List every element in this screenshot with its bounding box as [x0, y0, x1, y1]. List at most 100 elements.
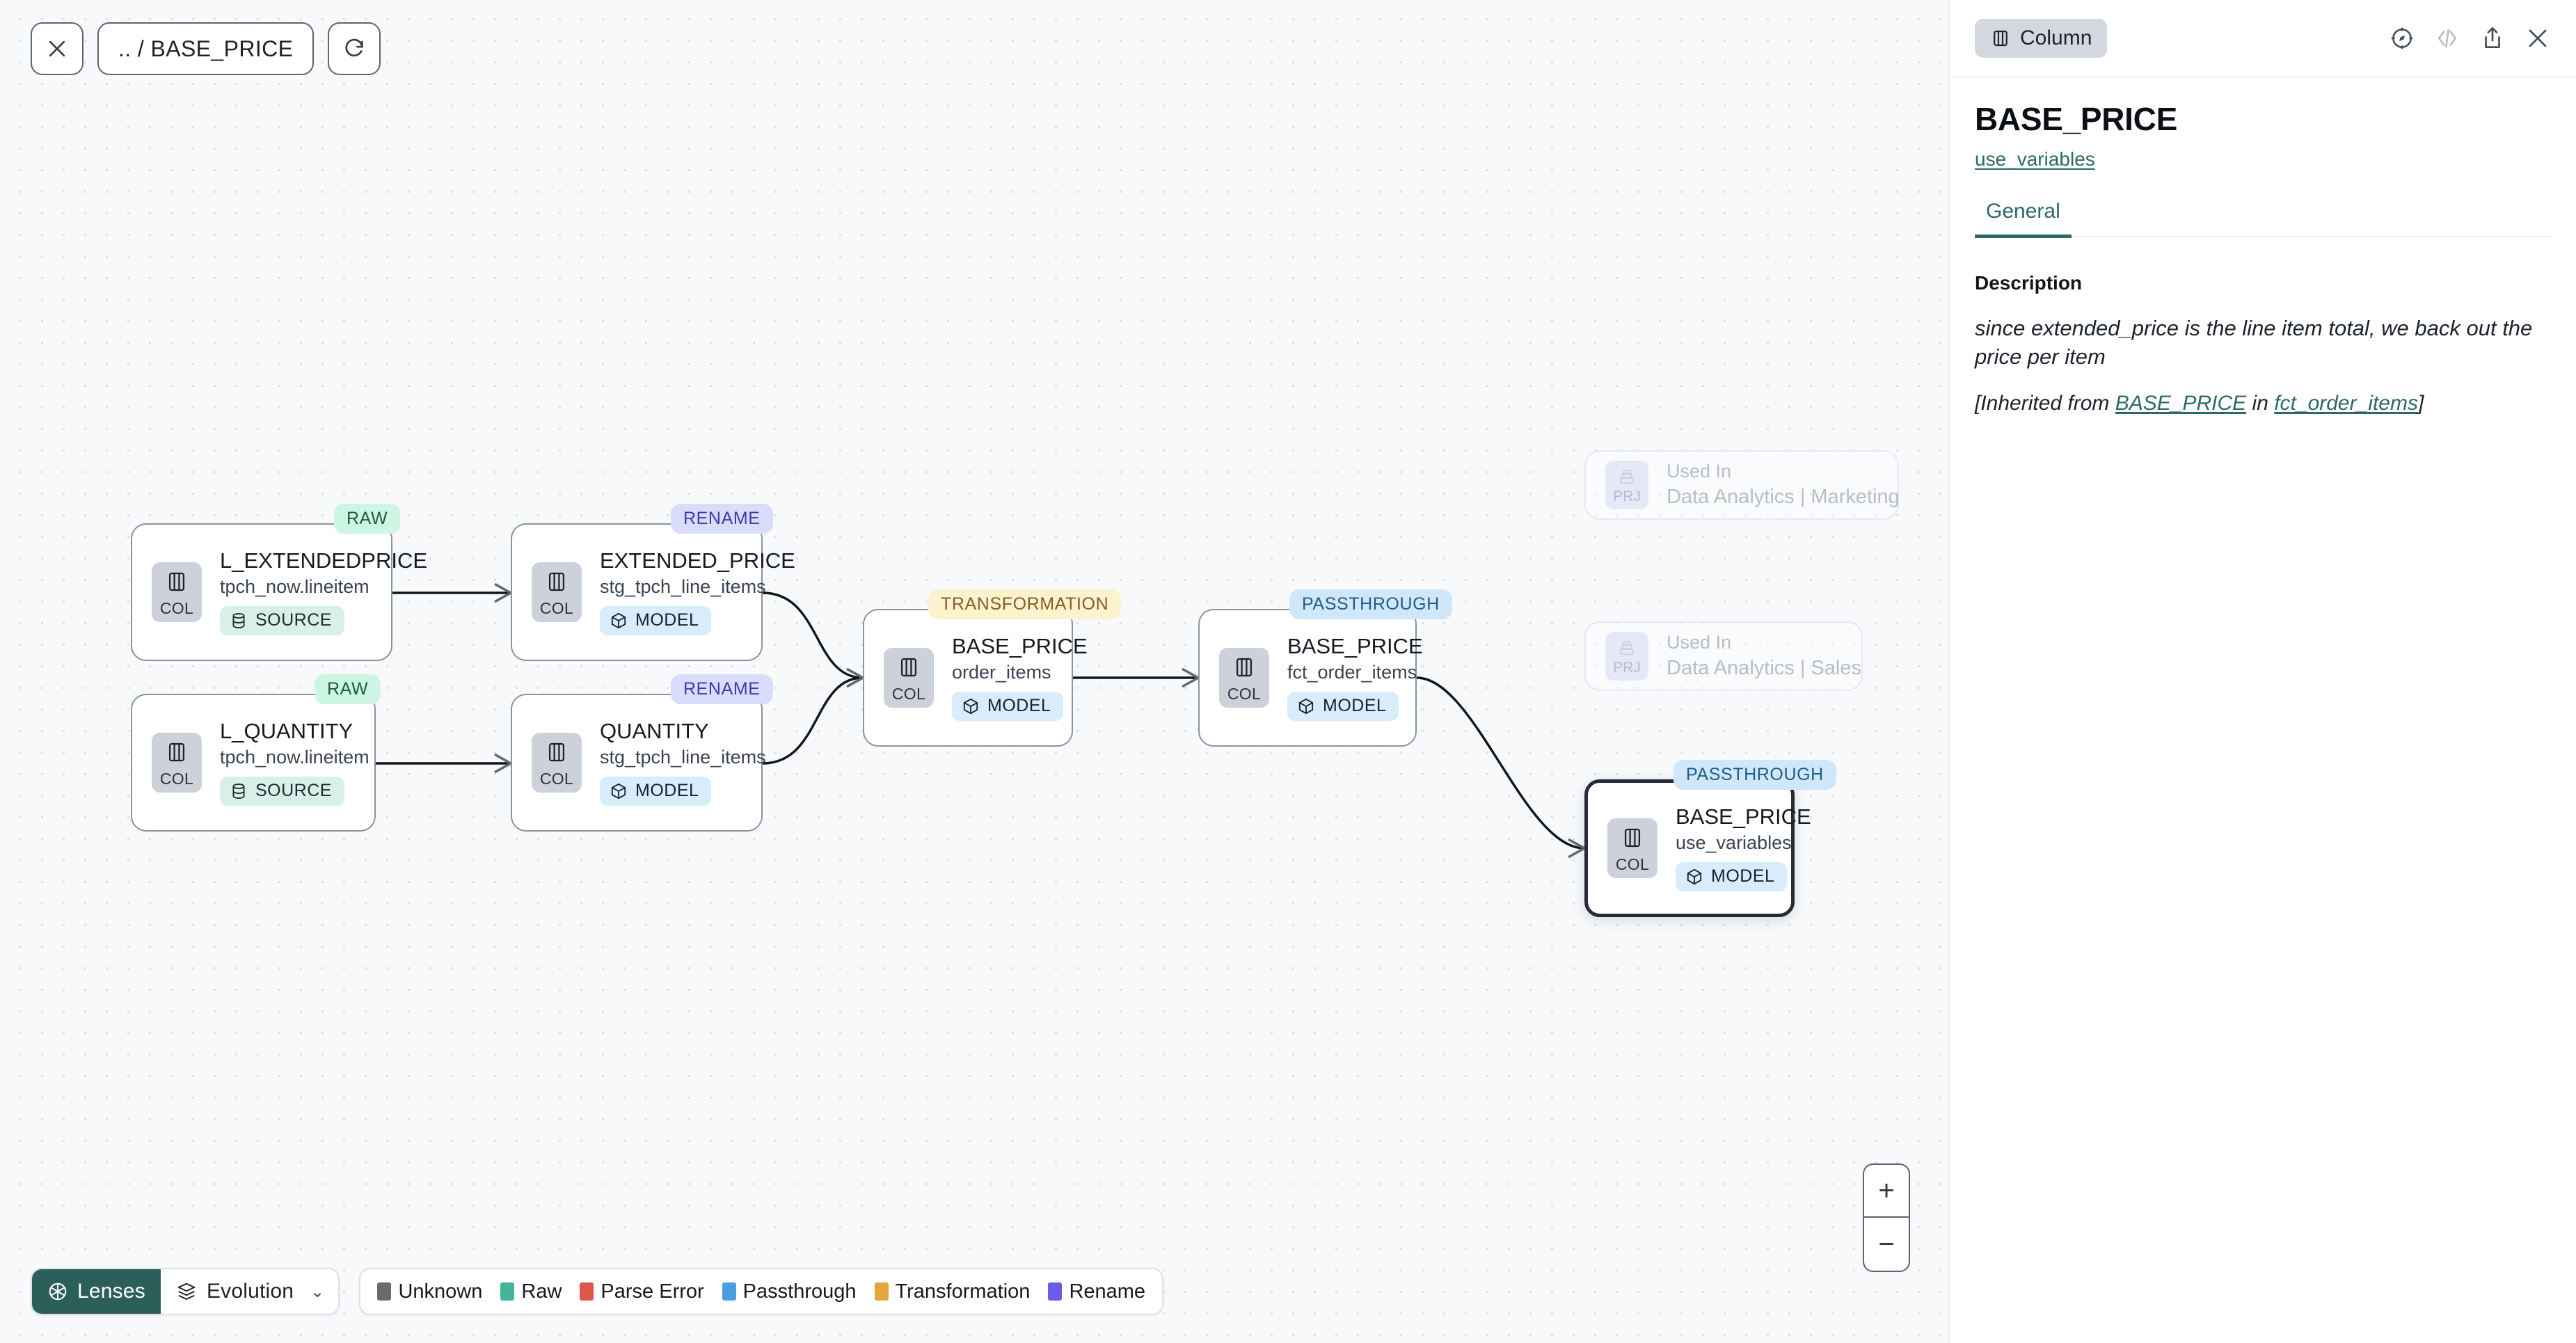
node-kind-badge: MODEL [952, 692, 1063, 721]
node-title: L_EXTENDEDPRICE [220, 549, 427, 573]
node-body: BASE_PRICEfct_order_itemsMODEL [1287, 635, 1423, 721]
node-title: EXTENDED_PRICE [600, 549, 795, 573]
column-icon: COL [152, 562, 202, 622]
legend-label: Parse Error [601, 1280, 703, 1303]
node-kind-badge: MODEL [1287, 692, 1399, 721]
lineage-node[interactable]: COLBASE_PRICEuse_variablesMODEL [1584, 779, 1795, 917]
lens-badge-raw: RAW [334, 504, 400, 534]
node-title: L_QUANTITY [220, 720, 369, 744]
zoom-controls: + − [1863, 1163, 1910, 1272]
lens-badge-rename: RENAME [671, 674, 773, 704]
column-icon: COL [884, 648, 934, 708]
tab-general[interactable]: General [1975, 200, 2072, 238]
node-title: BASE_PRICE [1676, 805, 1811, 829]
close-panel-button[interactable] [2525, 25, 2551, 51]
inherited-column-link[interactable]: BASE_PRICE [2115, 392, 2246, 415]
lineage-canvas[interactable]: .. / BASE_PRICE PRJ Used In Data Analytics… [0, 0, 1948, 1343]
refresh-icon [342, 37, 366, 61]
node-kind-badge: MODEL [600, 606, 711, 635]
lineage-edge [763, 678, 863, 763]
node-kind-badge: SOURCE [220, 777, 344, 806]
panel-tabs: General [1975, 200, 2551, 237]
legend-swatch [722, 1282, 736, 1301]
lenses-label: Lenses [77, 1280, 145, 1303]
node-body: L_EXTENDEDPRICEtpch_now.lineitemSOURCE [220, 549, 427, 635]
legend-swatch [875, 1282, 889, 1301]
lens-badge-transformation: TRANSFORMATION [928, 589, 1121, 619]
panel-body: BASE_PRICE use_variables General Descrip… [1950, 78, 2576, 418]
lens-legend: Unknown Raw Parse Error Passthrough Transfor… [359, 1268, 1163, 1315]
lineage-node[interactable]: COLL_EXTENDEDPRICEtpch_now.lineitemSOURC… [131, 523, 392, 661]
used-in-project: Data Analytics | Sales [1667, 658, 1861, 680]
node-kind-label: SOURCE [255, 612, 332, 629]
lineage-node[interactable]: COLBASE_PRICEfct_order_itemsMODEL [1198, 609, 1417, 747]
used-in-node[interactable]: PRJ Used In Data Analytics | Marketing [1584, 450, 1899, 520]
breadcrumb-button[interactable]: .. / BASE_PRICE [97, 22, 314, 75]
column-icon [1990, 28, 2011, 49]
lenses-button[interactable]: Lenses [32, 1269, 161, 1314]
legend-item[interactable]: Unknown [377, 1280, 482, 1303]
used-in-project: Data Analytics | Marketing [1667, 486, 1900, 509]
close-icon [45, 37, 69, 61]
legend-swatch [580, 1282, 594, 1301]
node-kind-label: MODEL [1323, 697, 1386, 715]
node-body: BASE_PRICEuse_variablesMODEL [1676, 805, 1811, 891]
legend-item[interactable]: Passthrough [722, 1280, 857, 1303]
description-inherited: [Inherited from BASE_PRICE in fct_order_… [1975, 390, 2551, 418]
node-body: BASE_PRICEorder_itemsMODEL [952, 635, 1088, 721]
zoom-in-button[interactable]: + [1864, 1165, 1909, 1218]
description-text: since extended_price is the line item to… [1975, 314, 2551, 372]
node-subtitle: tpch_now.lineitem [220, 747, 369, 768]
compass-icon[interactable] [2389, 25, 2415, 51]
details-panel: Column [1948, 0, 2576, 1343]
column-icon: COL [152, 733, 202, 793]
legend-item[interactable]: Rename [1048, 1280, 1145, 1303]
lens-badge-raw: RAW [315, 674, 381, 704]
lineage-node[interactable]: COL L_QUANTITY tpch_now.lineitemSOURCE [131, 694, 376, 832]
column-icon: COL [1219, 648, 1269, 708]
node-kind-label: MODEL [635, 612, 699, 629]
project-icon: PRJ [1605, 461, 1648, 509]
inherited-model-link[interactable]: fct_order_items [2274, 392, 2418, 415]
lens-badge-rename: RENAME [671, 504, 773, 534]
node-kind-badge: MODEL [600, 777, 711, 806]
evolution-dropdown[interactable]: Evolution ⌄ [161, 1269, 339, 1314]
zoom-out-button[interactable]: − [1864, 1218, 1909, 1271]
node-subtitle: use_variables [1676, 832, 1811, 854]
canvas-toolbar: .. / BASE_PRICE [31, 22, 381, 75]
legend-swatch [500, 1282, 514, 1301]
description-label: Description [1975, 272, 2551, 294]
inherited-suffix: ] [2418, 392, 2424, 415]
share-icon[interactable] [2479, 25, 2506, 51]
legend-item[interactable]: Raw [500, 1280, 562, 1303]
layers-icon [176, 1281, 197, 1302]
lineage-node[interactable]: COLEXTENDED_PRICEstg_tpch_line_itemsMODE… [511, 523, 763, 661]
column-icon: COL [532, 562, 582, 622]
used-in-body: Used In Data Analytics | Sales [1667, 633, 1861, 680]
lineage-edge [1417, 678, 1584, 848]
node-subtitle: stg_tpch_line_items [600, 576, 795, 598]
node-title: BASE_PRICE [1287, 635, 1423, 659]
panel-header: Column [1950, 0, 2576, 78]
parent-model-link[interactable]: use_variables [1975, 148, 2095, 170]
refresh-button[interactable] [328, 22, 381, 75]
legend-item[interactable]: Transformation [875, 1280, 1031, 1303]
legend-item[interactable]: Parse Error [580, 1280, 703, 1303]
inherited-prefix: [Inherited from [1975, 392, 2115, 415]
legend-label: Passthrough [743, 1280, 857, 1303]
lineage-node[interactable]: COLQUANTITYstg_tpch_line_itemsMODEL [511, 694, 763, 832]
used-in-node[interactable]: PRJUsed InData Analytics | Sales [1584, 621, 1863, 691]
node-body: QUANTITYstg_tpch_line_itemsMODEL [600, 720, 766, 806]
used-in-label: Used In [1667, 633, 1861, 653]
legend-label: Transformation [896, 1280, 1031, 1303]
canvas-bottom-bar: Lenses Evolution ⌄ Unknown Raw Parse Error… [31, 1268, 1163, 1315]
node-kind-badge: SOURCE [220, 606, 344, 635]
used-in-label: Used In [1667, 461, 1900, 482]
code-icon[interactable] [2434, 25, 2460, 51]
lineage-node[interactable]: COLBASE_PRICEorder_itemsMODEL [863, 609, 1073, 747]
close-graph-button[interactable] [31, 22, 84, 75]
node-kind-label: MODEL [635, 782, 699, 800]
node-kind-label: SOURCE [255, 782, 332, 800]
lens-badge-passthrough: PASSTHROUGH [1673, 760, 1836, 790]
breadcrumb: .. / BASE_PRICE [118, 36, 293, 62]
